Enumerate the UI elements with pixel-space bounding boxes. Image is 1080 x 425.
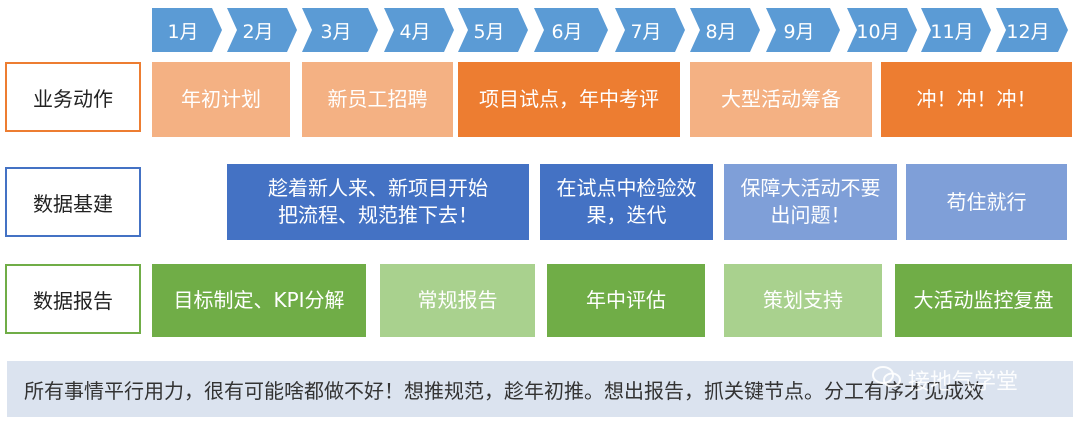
report-item: 策划支持 [724,264,882,337]
row-label-report: 数据报告 [5,264,141,334]
month-chevron: 5月 [458,8,528,52]
month-chevron: 7月 [615,8,685,52]
month-chevron: 12月 [996,8,1068,52]
month-chevron: 4月 [384,8,454,52]
month-chevron: 1月 [152,8,222,52]
infra-item: 苟住就行 [906,164,1067,240]
business-item: 年初计划 [152,62,290,137]
infra-item: 在试点中检验效果，迭代 [540,164,713,240]
row-label-business: 业务动作 [5,62,141,132]
wechat-icon [872,365,902,395]
business-item: 冲！冲！冲！ [881,62,1072,137]
report-item: 年中评估 [547,264,705,337]
report-item: 常规报告 [380,264,535,337]
watermark: 接地气学堂 [872,364,1018,396]
business-item: 项目试点，年中考评 [458,62,680,137]
month-chevron: 10月 [847,8,917,52]
report-item: 目标制定、KPI分解 [152,264,366,337]
business-item: 大型活动筹备 [690,62,872,137]
month-chevron: 2月 [227,8,297,52]
footer-note: 所有事情平行用力，很有可能啥都做不好！想推规范，趁年初推。想出报告，抓关键节点。… [7,361,1073,417]
month-chevron: 6月 [534,8,608,52]
row-label-infra: 数据基建 [5,167,141,237]
infra-item: 保障大活动不要出问题！ [724,164,897,240]
infra-item: 趁着新人来、新项目开始把流程、规范推下去！ [227,164,529,240]
month-chevron: 11月 [921,8,991,52]
month-chevron: 3月 [302,8,378,52]
month-chevron: 8月 [690,8,760,52]
business-item: 新员工招聘 [302,62,453,137]
month-chevron: 9月 [766,8,840,52]
report-item: 大活动监控复盘 [895,264,1072,337]
